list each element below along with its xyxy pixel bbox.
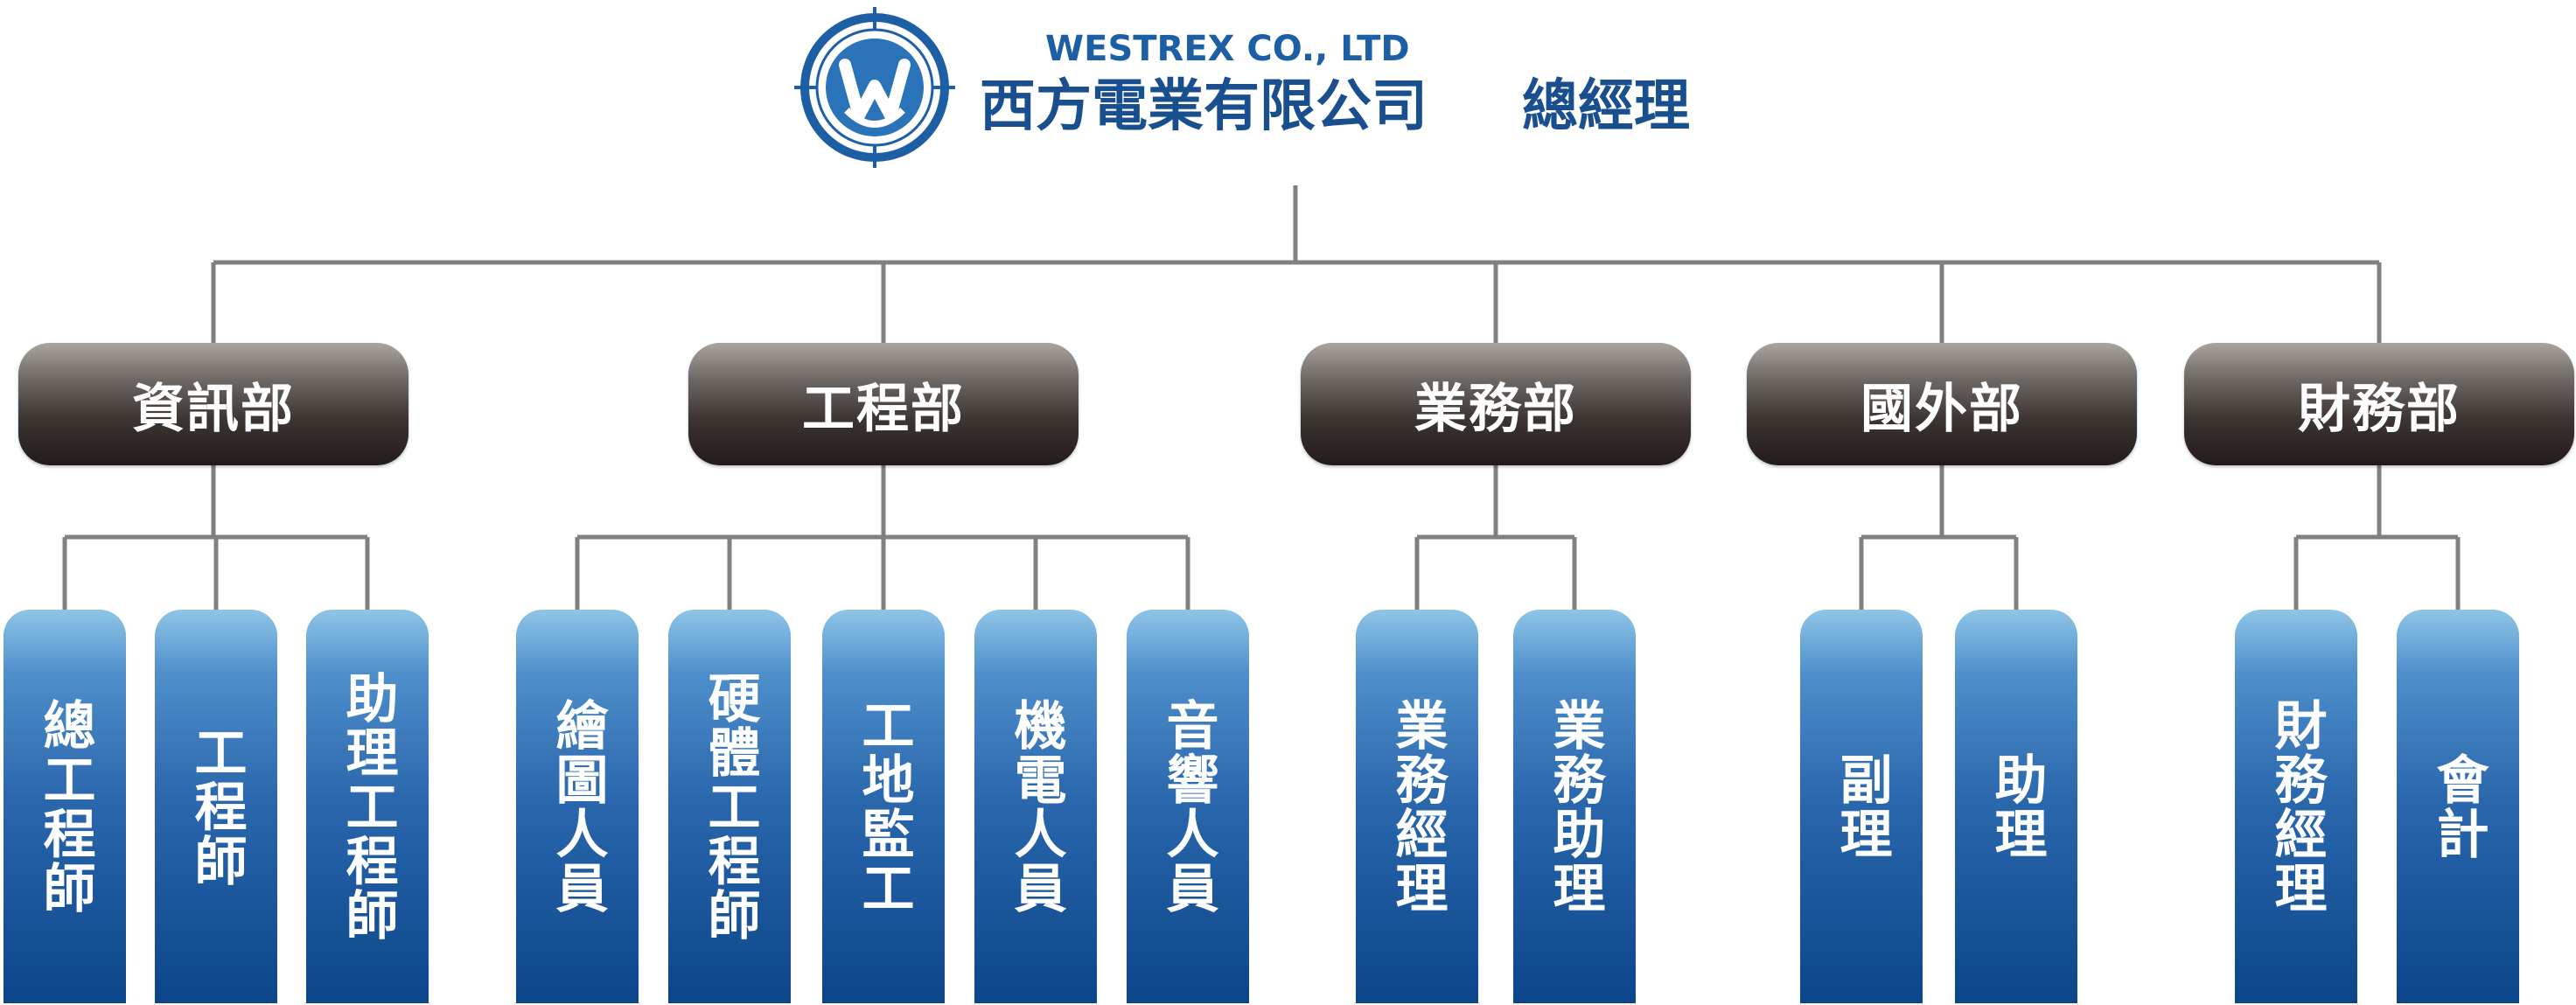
department-box: 資訊部 xyxy=(18,343,408,465)
role-box: 硬體工程師 xyxy=(668,610,791,1003)
role-box: 工地監工 xyxy=(822,610,945,1003)
role-box: 助理工程師 xyxy=(306,610,429,1003)
role-box: 助理 xyxy=(1955,610,2077,1003)
department-box: 工程部 xyxy=(688,343,1079,465)
department-box: 國外部 xyxy=(1747,343,2137,465)
role-box: 業務助理 xyxy=(1513,610,1636,1003)
role-box: 工程師 xyxy=(155,610,277,1003)
role-box: 副理 xyxy=(1800,610,1923,1003)
company-english-name: WESTREX CO., LTD xyxy=(1045,29,1410,69)
role-box: 業務經理 xyxy=(1356,610,1478,1003)
role-box: 機電人員 xyxy=(974,610,1097,1003)
role-box: 會計 xyxy=(2397,610,2519,1003)
ceo-title: 總經理 xyxy=(1522,73,1690,139)
department-box: 業務部 xyxy=(1301,343,1691,465)
role-box: 音響人員 xyxy=(1127,610,1249,1003)
department-box: 財務部 xyxy=(2184,343,2574,465)
company-chinese-name: 西方電業有限公司 xyxy=(980,73,1428,139)
westrex-logo-icon xyxy=(794,7,955,168)
role-box: 繪圖人員 xyxy=(516,610,639,1003)
role-box: 財務經理 xyxy=(2235,610,2357,1003)
role-box: 總工程師 xyxy=(3,610,126,1003)
